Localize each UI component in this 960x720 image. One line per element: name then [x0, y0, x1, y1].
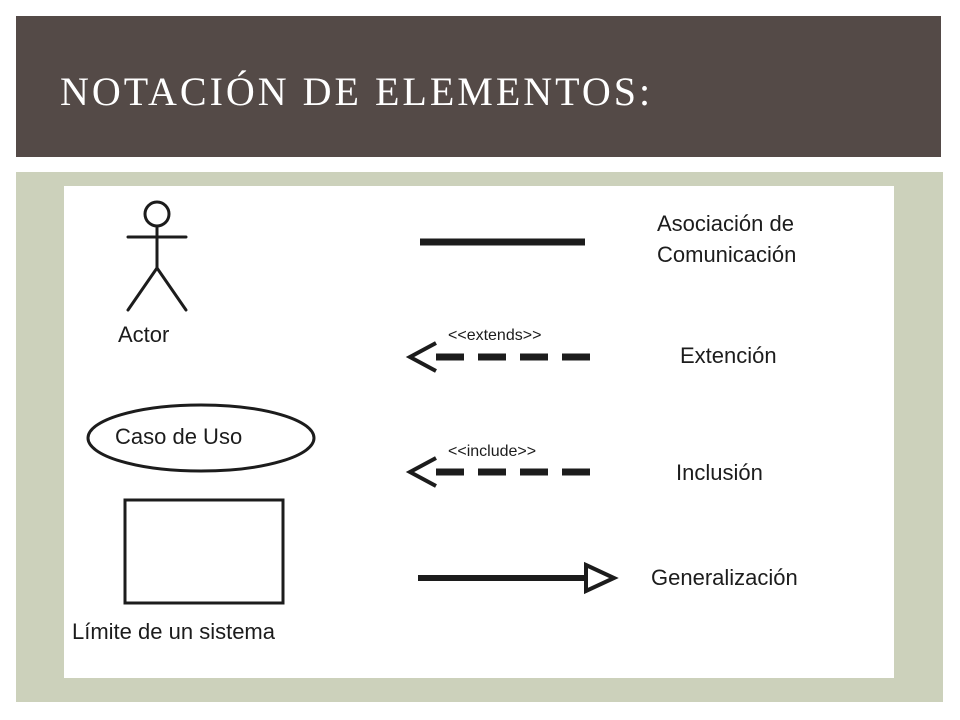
- content-frame: Actor Caso de Uso Límite de un sistema <…: [16, 172, 943, 702]
- title-bar: NOTACIÓN DE ELEMENTOS:: [16, 16, 941, 157]
- use-case-label: Caso de Uso: [115, 424, 243, 449]
- association-label-line2: Comunicación: [657, 242, 797, 267]
- page-title: NOTACIÓN DE ELEMENTOS:: [60, 69, 654, 114]
- inclusion-arrowhead: [405, 456, 437, 488]
- extension-stereotype: <<extends>>: [448, 327, 542, 344]
- generalization-arrowhead: [584, 561, 619, 595]
- system-boundary-rect: [123, 498, 285, 605]
- extension-arrow: [405, 341, 604, 373]
- association-label-line1: Asociación de: [657, 211, 794, 236]
- notation-diagram: Actor Caso de Uso Límite de un sistema <…: [64, 186, 894, 678]
- diagram-canvas: [86, 200, 619, 605]
- actor-label: Actor: [118, 322, 170, 347]
- use-case-ellipse: [86, 403, 316, 473]
- system-boundary-label: Límite de un sistema: [72, 619, 275, 644]
- inclusion-label: Inclusión: [676, 460, 763, 485]
- inclusion-stereotype: <<include>>: [448, 443, 537, 460]
- generalization-arrow: [418, 561, 619, 595]
- extension-arrowhead: [405, 341, 437, 373]
- extension-label: Extención: [680, 343, 777, 368]
- actor-head: [143, 200, 171, 228]
- generalization-label: Generalización: [651, 565, 798, 590]
- actor-left-leg: [126, 266, 159, 312]
- inclusion-arrow: [405, 456, 604, 488]
- actor-right-leg: [155, 266, 188, 312]
- actor-symbol: [126, 200, 188, 312]
